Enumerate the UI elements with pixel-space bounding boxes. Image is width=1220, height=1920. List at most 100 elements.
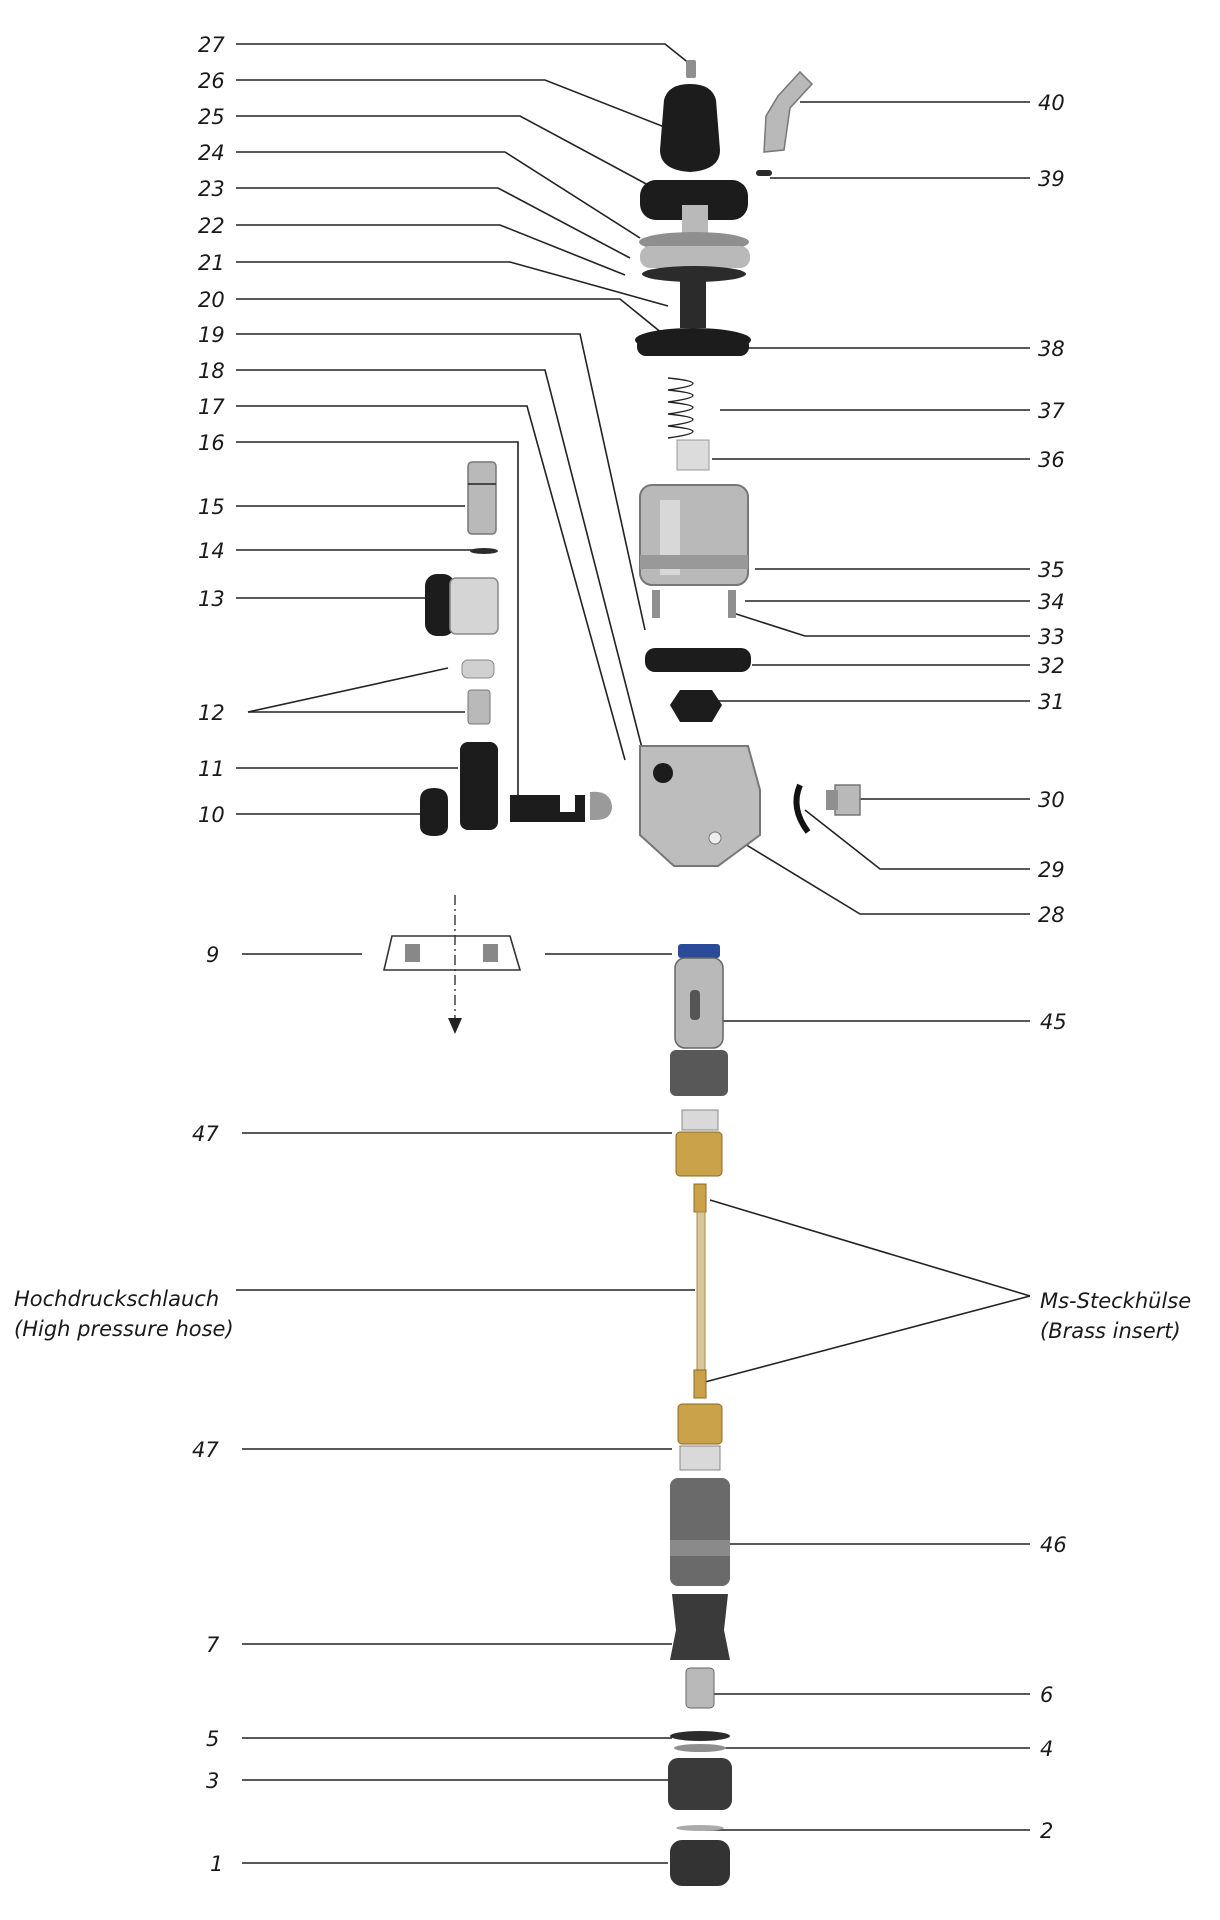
leader-23: [236, 187, 631, 259]
part-35-valve-body: [639, 484, 749, 586]
part-36-stem: [676, 439, 710, 471]
part-31-nut: [670, 690, 722, 722]
part-17-fitting: [590, 791, 612, 820]
callout-4: 4: [1040, 1737, 1053, 1761]
leader-24: [236, 151, 641, 239]
part-39-oring: [756, 170, 772, 176]
callout-29: 29: [1038, 858, 1065, 882]
coupling-hose-assembly: [668, 944, 732, 1886]
part-25-handwheel: [640, 180, 748, 220]
part-5-washer: [670, 1731, 730, 1741]
part-47-lower-body: [677, 1403, 723, 1445]
part-28-manifold-block: [639, 745, 761, 867]
part-26-knob: [660, 84, 720, 172]
callout-14: 14: [198, 539, 225, 563]
part-47-upper-hex: [681, 1109, 719, 1131]
part-23-bonnet-ring: [640, 246, 750, 268]
callout-6: 6: [1040, 1683, 1053, 1707]
callout-1: 1: [210, 1852, 223, 1876]
callout-45: 45: [1040, 1010, 1067, 1034]
part-46-band: [670, 1540, 730, 1556]
leader-33: [729, 611, 1030, 637]
part-30-fitting: [834, 784, 861, 816]
part-12-nipple-lower: [467, 689, 491, 725]
part-27-screw: [686, 60, 696, 78]
callout-38: 38: [1038, 337, 1065, 361]
callout-20: 20: [198, 288, 225, 312]
part-29-oring: [793, 783, 811, 834]
callout-46: 46: [1040, 1533, 1067, 1557]
brass-insert-label-english: (Brass insert): [1040, 1319, 1181, 1343]
leader-20: [236, 298, 669, 339]
callout-47-upper: 47: [192, 1122, 219, 1146]
callout-27: 27: [198, 33, 225, 57]
callout-2: 2: [1040, 1819, 1053, 1843]
part-38-seal: [637, 336, 749, 356]
part-16-elbow: [510, 795, 585, 822]
callout-17: 17: [198, 395, 225, 419]
brass-insert-upper: [693, 1183, 707, 1213]
high-pressure-hose: [696, 1211, 706, 1373]
part-1-cap: [670, 1840, 730, 1886]
leader-22: [236, 224, 626, 276]
down-arrow-icon: [448, 1018, 462, 1034]
part-7-sleeve: [670, 1594, 730, 1660]
callout-30: 30: [1038, 788, 1065, 812]
part-22-washer: [642, 266, 746, 282]
part-45-sleeve: [670, 1050, 728, 1096]
part-21-spindle: [680, 280, 706, 328]
callout-10: 10: [198, 803, 225, 827]
callout-37: 37: [1038, 399, 1065, 423]
callout-36: 36: [1038, 448, 1065, 472]
callout-18: 18: [198, 359, 225, 383]
callout-13: 13: [198, 587, 225, 611]
callout-21: 21: [198, 251, 225, 275]
callout-47-lower: 47: [192, 1438, 219, 1462]
part-28-hole: [708, 831, 722, 845]
callout-24: 24: [198, 141, 225, 165]
part-25-stem: [682, 205, 708, 235]
part-9-section: [382, 895, 522, 1034]
callout-33: 33: [1038, 625, 1065, 649]
callout-15: 15: [198, 495, 225, 519]
part-6-nipple: [685, 1667, 715, 1709]
leader-27: [236, 43, 691, 65]
callout-23: 23: [198, 177, 225, 201]
hose-label-english: (High pressure hose): [14, 1317, 234, 1341]
callout-11: 11: [198, 757, 225, 781]
leader-brass-insert-upper: [709, 1199, 1031, 1297]
leader-29: [804, 809, 1030, 870]
callout-9: 9: [206, 943, 219, 967]
part-28-port: [653, 763, 673, 783]
leader-19: [236, 333, 646, 631]
leader-lines: [236, 43, 1031, 1864]
part-13-knob-body: [449, 577, 499, 635]
part-46-coupling: [670, 1478, 730, 1586]
part-3-nut: [668, 1758, 732, 1810]
part-12-nipple-upper: [461, 659, 495, 679]
callout-16: 16: [198, 431, 225, 455]
leader-21: [236, 261, 669, 307]
part-33-pin-right: [728, 590, 736, 618]
leader-28: [734, 837, 1030, 915]
callout-26: 26: [198, 69, 225, 93]
leader-16: [236, 441, 519, 800]
callout-7: 7: [206, 1633, 220, 1657]
callout-34: 34: [1038, 590, 1065, 614]
callout-22: 22: [198, 214, 225, 238]
part-30-fitting-nut: [826, 790, 838, 810]
callout-31: 31: [1038, 690, 1065, 714]
valve-head-assembly: [635, 60, 861, 867]
part-34-pin-left: [652, 590, 660, 618]
callout-39: 39: [1038, 167, 1065, 191]
callout-3: 3: [206, 1769, 219, 1793]
part-9-inner: [405, 944, 498, 962]
part-32-gasket: [645, 648, 751, 672]
callout-32: 32: [1038, 654, 1065, 678]
leader-18: [236, 369, 643, 749]
part-9-profile: [382, 935, 522, 971]
part-13-knob-left: [425, 574, 455, 636]
part-40-valve: [763, 70, 814, 153]
leader-17: [236, 405, 626, 761]
